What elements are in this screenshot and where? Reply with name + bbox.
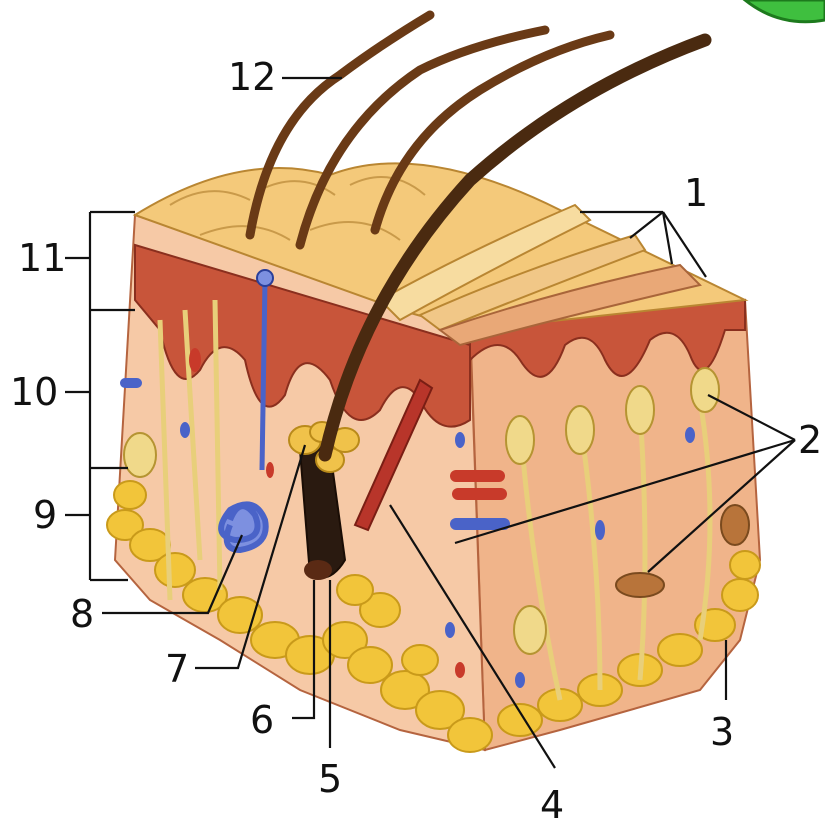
sweat-pore [257, 270, 273, 286]
ruffini-ending [616, 573, 664, 597]
green-badge-corner [745, 0, 825, 22]
label-6: 6 [250, 698, 274, 742]
pacinian-corpuscle-front [514, 606, 546, 654]
label-11: 11 [18, 236, 66, 280]
label-10: 10 [10, 370, 58, 414]
label-3: 3 [710, 710, 734, 754]
skin-block [107, 163, 760, 752]
label-9: 9 [33, 493, 57, 537]
sweat-gland-coil [221, 504, 266, 550]
ruffini-ending-right [721, 505, 749, 545]
label-1: 1 [684, 171, 708, 215]
sweat-duct [262, 280, 265, 470]
label-8: 8 [70, 592, 94, 636]
label-2: 2 [798, 418, 822, 462]
label-7: 7 [165, 647, 189, 691]
label-4: 4 [540, 783, 564, 825]
label-5: 5 [318, 757, 342, 801]
pacinian-corpuscle-left [124, 433, 156, 477]
hair-bulb [304, 560, 332, 580]
label-12: 12 [228, 55, 276, 99]
